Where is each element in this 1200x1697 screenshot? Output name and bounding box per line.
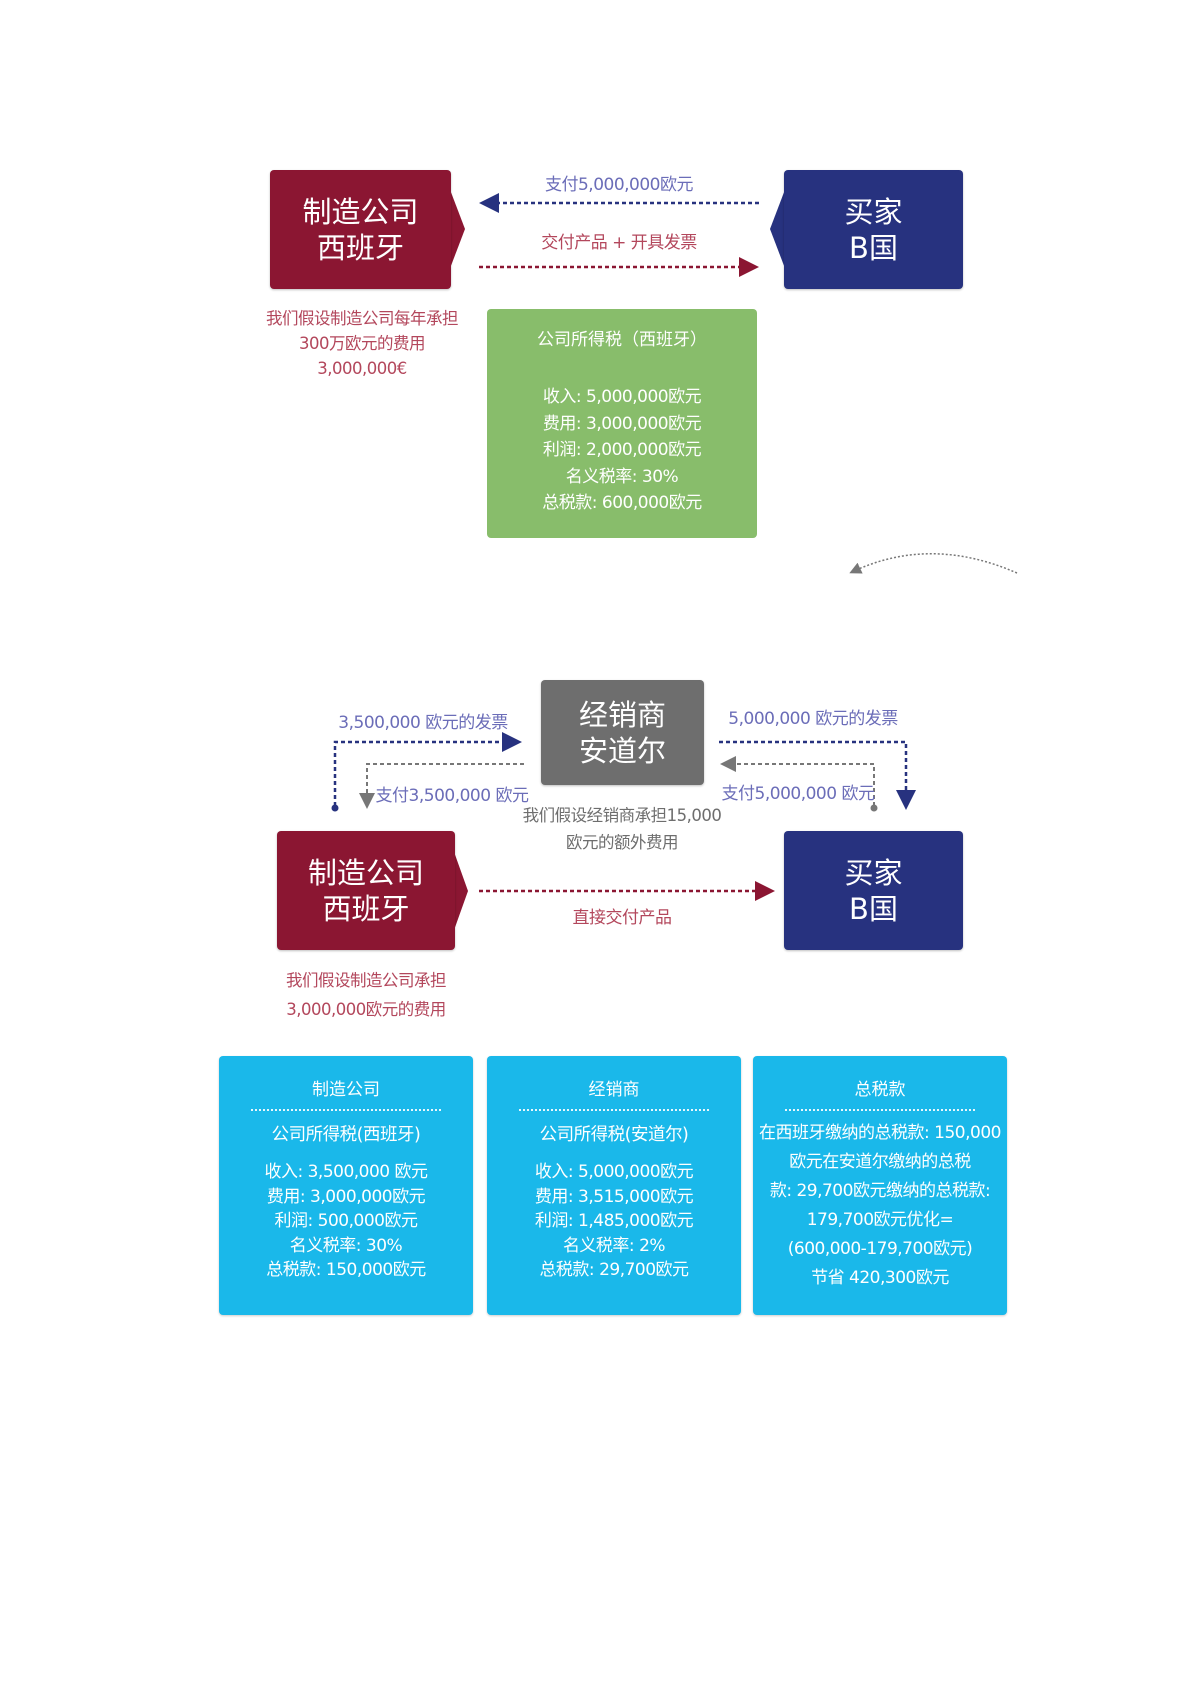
summary-line: (600,000-179,700欧元) bbox=[787, 1239, 973, 1259]
tax-line: 总税款: 600,000欧元 bbox=[542, 493, 702, 513]
manufacturer-spain-box-2: 制造公司 西班牙 bbox=[277, 831, 455, 950]
summary-line: 收入: 5,000,000欧元 bbox=[534, 1162, 694, 1182]
manufacturer-spain-box: 制造公司 西班牙 bbox=[270, 170, 451, 289]
tax-line: 费用: 3,000,000欧元 bbox=[542, 413, 702, 434]
summary-line: 节省 420,300欧元 bbox=[811, 1268, 949, 1288]
manufacturer-cost-note-2: 我们假设制造公司承担 3,000,000欧元的费用 bbox=[286, 966, 447, 1024]
summary-line: 179,700欧元优化= bbox=[806, 1210, 954, 1230]
summary-line: 名义税率: 30% bbox=[289, 1235, 403, 1256]
manufacturer-cost-note: 我们假设制造公司每年承担 300万欧元的费用 3,000,000€ bbox=[266, 306, 459, 381]
invoice-left-label: 3,500,000 欧元的发票 bbox=[338, 713, 508, 733]
summary-manufacturer-box: 制造公司 公司所得税(西班牙) 收入: 3,500,000 欧元 费用: 3,0… bbox=[219, 1056, 473, 1315]
summary-line: 利润: 500,000欧元 bbox=[274, 1211, 418, 1231]
payment-label: 支付5,000,000欧元 bbox=[544, 175, 694, 195]
summary-line: 利润: 1,485,000欧元 bbox=[534, 1211, 694, 1231]
distributor-cost-note: 我们假设经销商承担15,000 欧元的额外费用 bbox=[523, 802, 722, 856]
tax-line: 收入: 5,000,000欧元 bbox=[542, 387, 702, 407]
manufacturer-country: 西班牙 bbox=[322, 891, 410, 926]
manufacturer-pointer bbox=[449, 187, 465, 271]
payment-left-label: 支付3,500,000 欧元 bbox=[375, 786, 529, 806]
summary-total-tax-box: 总税款 在西班牙缴纳的总税款: 150,000 欧元在安道尔缴纳的总税 款: 2… bbox=[753, 1056, 1007, 1315]
buyer-country: B国 bbox=[849, 230, 898, 265]
summary-line: 费用: 3,000,000欧元 bbox=[266, 1186, 426, 1207]
invoice-right-label: 5,000,000 欧元的发票 bbox=[728, 709, 898, 729]
note-line: 我们假设制造公司承担 bbox=[286, 971, 447, 990]
delivery-label: 交付产品 + 开具发票 bbox=[541, 233, 697, 253]
buyer-box: 买家 B国 bbox=[784, 170, 963, 289]
summary-title: 制造公司 bbox=[312, 1080, 380, 1100]
dotted-divider bbox=[519, 1109, 709, 1111]
distributor-andorra-box: 经销商 安道尔 bbox=[541, 680, 704, 785]
tax-line: 名义税率: 30% bbox=[565, 466, 679, 487]
payment-right-label: 支付5,000,000 欧元 bbox=[721, 784, 875, 804]
note-line: 欧元的额外费用 bbox=[565, 833, 678, 852]
summary-line: 在西班牙缴纳的总税款: 150,000 bbox=[759, 1123, 1001, 1143]
summary-line: 欧元在安道尔缴纳的总税 bbox=[789, 1152, 971, 1172]
buyer-label: 买家 bbox=[844, 855, 903, 890]
manufacturer-country: 西班牙 bbox=[316, 230, 404, 265]
payment-left-arrow bbox=[359, 763, 524, 809]
tax-line: 利润: 2,000,000欧元 bbox=[542, 440, 702, 460]
manufacturer-label: 制造公司 bbox=[307, 855, 424, 890]
buyer-pointer bbox=[770, 187, 786, 271]
buyer-label: 买家 bbox=[844, 194, 903, 229]
note-line: 我们假设经销商承担15,000 bbox=[522, 806, 722, 825]
invoice-left-origin-dot bbox=[331, 804, 339, 812]
note-line: 300万欧元的费用 bbox=[299, 334, 426, 353]
payment-right-origin-dot bbox=[870, 804, 878, 812]
transition-curved-arrow bbox=[849, 553, 1018, 574]
payment-right-arrow bbox=[720, 756, 875, 806]
direct-delivery-label: 直接交付产品 bbox=[572, 908, 673, 928]
spain-tax-box: 公司所得税（西班牙） 收入: 5,000,000欧元 费用: 3,000,000… bbox=[487, 309, 757, 538]
summary-line: 名义税率: 2% bbox=[562, 1235, 666, 1256]
dotted-divider bbox=[251, 1109, 441, 1111]
summary-subtitle: 公司所得税(安道尔) bbox=[539, 1125, 689, 1145]
summary-title: 总税款 bbox=[854, 1080, 906, 1100]
dotted-divider bbox=[785, 1109, 975, 1111]
buyer-country: B国 bbox=[849, 891, 898, 926]
summary-subtitle: 公司所得税(西班牙) bbox=[271, 1125, 421, 1145]
note-line: 我们假设制造公司每年承担 bbox=[266, 309, 459, 328]
summary-line: 费用: 3,515,000欧元 bbox=[534, 1186, 694, 1207]
manufacturer2-pointer bbox=[453, 849, 468, 933]
summary-distributor-box: 经销商 公司所得税(安道尔) 收入: 5,000,000欧元 费用: 3,515… bbox=[487, 1056, 741, 1315]
summary-line: 收入: 3,500,000 欧元 bbox=[264, 1162, 428, 1182]
summary-line: 总税款: 29,700欧元 bbox=[539, 1260, 689, 1280]
summary-line: 款: 29,700欧元缴纳的总税款: bbox=[769, 1181, 991, 1201]
buyer-box-2: 买家 B国 bbox=[784, 831, 963, 950]
distributor-country: 安道尔 bbox=[578, 733, 666, 768]
manufacturer-label: 制造公司 bbox=[302, 194, 419, 229]
note-line: 3,000,000€ bbox=[317, 359, 407, 378]
summary-title: 经销商 bbox=[588, 1080, 640, 1100]
distributor-label: 经销商 bbox=[578, 697, 666, 732]
note-line: 3,000,000欧元的费用 bbox=[286, 1000, 446, 1019]
summary-line: 总税款: 150,000欧元 bbox=[266, 1260, 426, 1280]
invoice-left-arrow bbox=[333, 732, 522, 806]
tax-box-title: 公司所得税（西班牙） bbox=[537, 330, 707, 350]
